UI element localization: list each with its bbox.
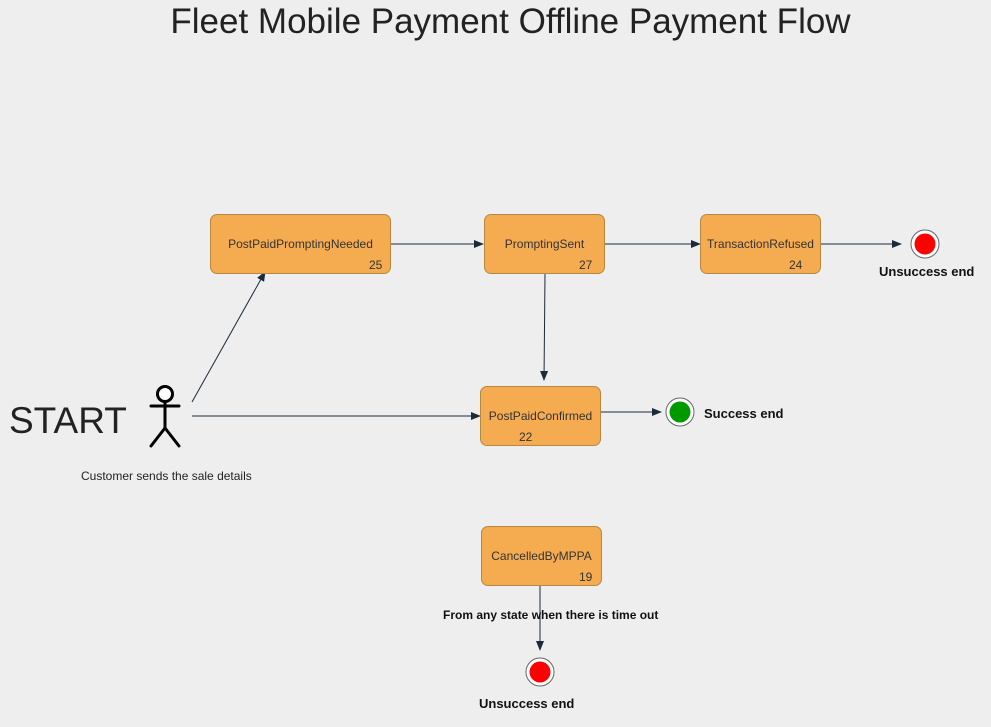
state-code: 19	[579, 570, 593, 584]
state-prompting-sent: PromptingSent 27	[484, 214, 605, 274]
start-label: START	[9, 400, 127, 441]
state-post-paid-prompting-needed: PostPaidPromptingNeeded 25	[210, 214, 391, 274]
state-name: PostPaidPromptingNeeded	[228, 237, 373, 251]
state-code: 27	[579, 258, 593, 272]
edge-start-to-prompting-needed	[191, 271, 266, 403]
state-name: TransactionRefused	[707, 237, 814, 251]
state-name: CancelledByMPPA	[491, 549, 592, 563]
edge-sent-to-confirmed	[540, 273, 549, 381]
success-end-label: Success end	[704, 406, 784, 421]
state-code: 22	[519, 430, 533, 444]
start-caption: Customer sends the sale details	[81, 469, 252, 483]
state-post-paid-confirmed: PostPaidConfirmed 22	[480, 386, 601, 446]
state-code: 24	[789, 258, 803, 272]
unsuccess-end-bottom-icon	[525, 657, 555, 687]
unsuccess-end-top-label: Unsuccess end	[879, 264, 975, 279]
unsuccess-end-top-icon	[910, 229, 940, 259]
timeout-note: From any state when there is time out	[443, 608, 659, 622]
success-end-icon	[665, 397, 695, 427]
actor-icon	[149, 385, 181, 448]
state-code: 25	[369, 258, 383, 272]
state-transaction-refused: TransactionRefused 24	[700, 214, 821, 274]
state-name: PostPaidConfirmed	[488, 409, 593, 423]
unsuccess-end-bottom-label: Unsuccess end	[479, 696, 575, 711]
state-name: PromptingSent	[504, 237, 585, 251]
state-cancelled-by-mppa: CancelledByMPPA 19	[481, 526, 602, 586]
diagram-title: Fleet Mobile Payment Offline Payment Flo…	[170, 2, 851, 41]
